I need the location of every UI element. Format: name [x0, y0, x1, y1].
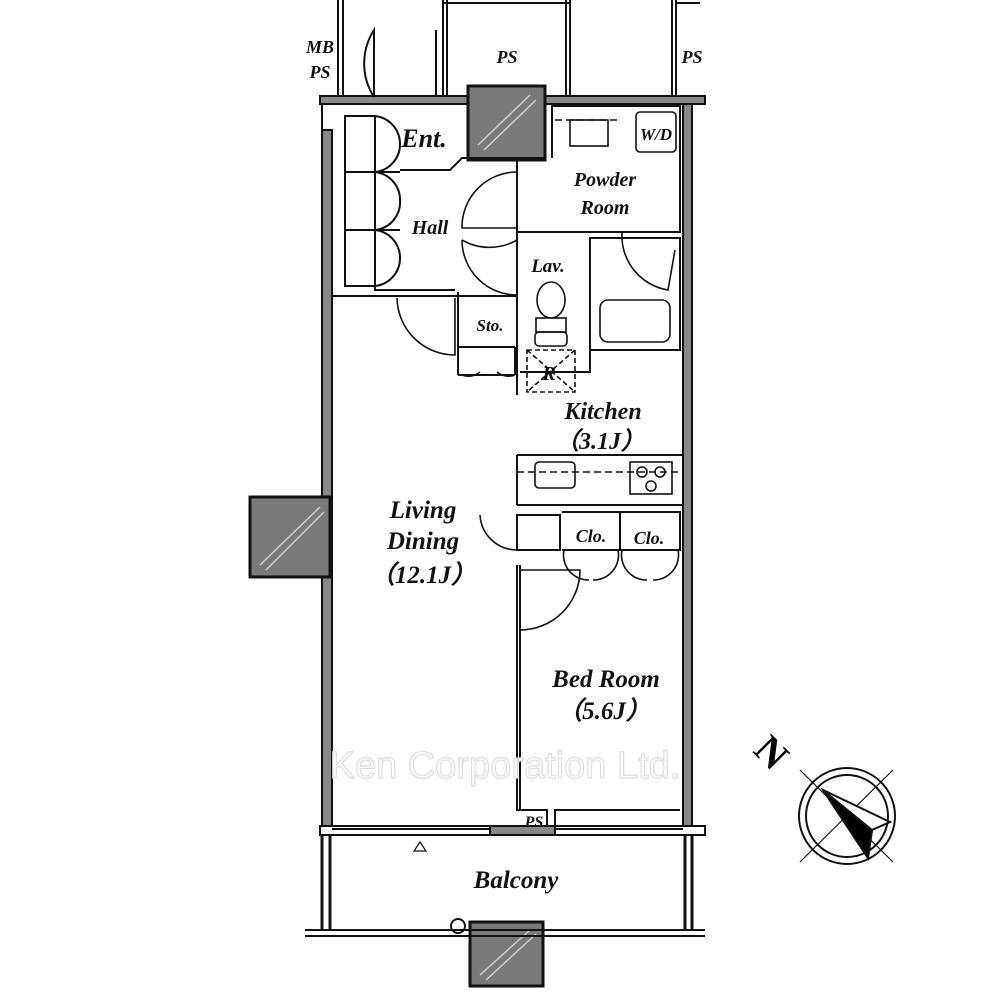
mb-label: MB [305, 37, 334, 57]
bed-room-size: （5.6J） [557, 697, 651, 725]
fixtures [517, 111, 683, 495]
bed-room-label: Bed Room [551, 666, 660, 693]
kitchen-label: Kitchen [563, 399, 641, 425]
interior-walls [332, 104, 683, 826]
compass-icon [798, 767, 896, 865]
watermark: Ken Corporation Ltd. [330, 745, 681, 787]
washer-dryer-label: W/D [640, 125, 672, 144]
living-label: Living [389, 497, 457, 524]
hall-label: Hall [411, 217, 449, 239]
entry-door[interactable] [363, 26, 437, 98]
closet-label-2: Clo. [634, 528, 665, 548]
ps-label-top: PS [495, 47, 517, 67]
ps-label-top-right: PS [680, 47, 702, 67]
powder-room-label-2: Room [580, 197, 630, 219]
compass-north-label: N [746, 726, 798, 778]
closet-label-1: Clo. [576, 526, 607, 546]
storage-label: Sto. [477, 316, 504, 335]
interior-doors[interactable] [396, 171, 680, 631]
ps-shafts-top [337, 0, 700, 97]
living-dining-size: （12.1J） [370, 561, 476, 589]
balcony-label: Balcony [473, 867, 560, 894]
mb-ps-label: PS [308, 62, 330, 82]
room-labels: MB PS PS PS Ent. W/D Powder Room Hall La… [305, 37, 703, 894]
kitchen-size: （3.1J） [555, 427, 645, 455]
lavatory-label: Lav. [530, 256, 565, 277]
powder-room-label: Powder [573, 169, 636, 191]
pillars [248, 84, 547, 988]
refrigerator-label: R [541, 363, 555, 385]
ps-label-bottom: PS [524, 814, 544, 831]
balcony-structure [305, 828, 705, 937]
entrance-label: Ent. [400, 124, 447, 153]
shoe-closet [344, 115, 455, 291]
dining-label: Dining [386, 528, 459, 555]
